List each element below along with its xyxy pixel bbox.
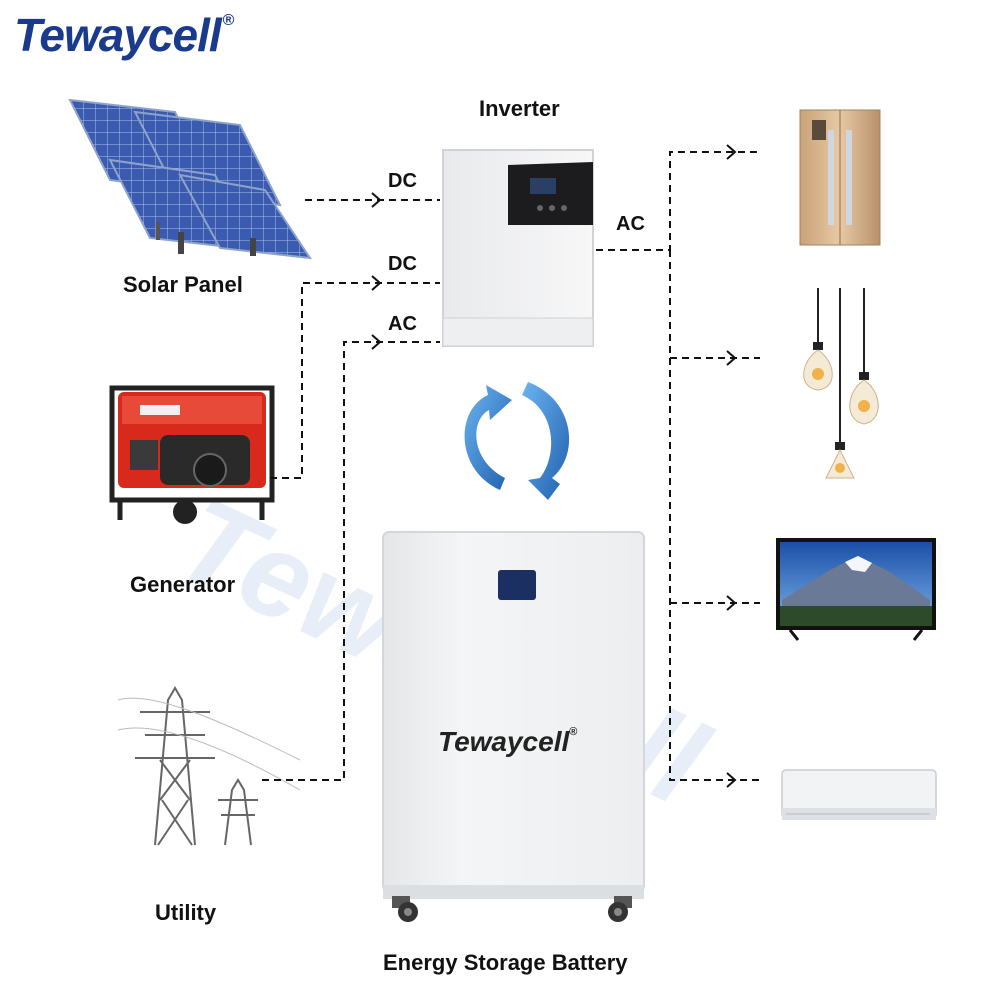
battery-label: Energy Storage Battery xyxy=(383,950,628,975)
brand-logo: Tewaycell® xyxy=(14,8,235,62)
bidirectional-flow-icon xyxy=(464,382,570,500)
air-conditioner-image xyxy=(781,769,937,820)
generator-label: Generator xyxy=(130,572,236,597)
television-image xyxy=(776,538,936,641)
refrigerator-image xyxy=(799,109,881,246)
solar-flow-label: DC xyxy=(388,170,417,192)
battery-logo-text: Tewaycell xyxy=(438,726,570,757)
load-flow-label: AC xyxy=(616,213,645,235)
connection-lines xyxy=(262,151,760,781)
arrowheads xyxy=(371,144,737,788)
registered-mark: ® xyxy=(222,12,235,29)
utility-pylon-image xyxy=(117,686,301,846)
battery-image xyxy=(382,531,645,922)
solar-panel-image xyxy=(68,98,313,260)
battery-registered-mark: ® xyxy=(569,726,578,738)
inverter-image xyxy=(442,149,594,347)
utility-label: Utility xyxy=(155,900,217,925)
battery-brand-logo: Tewaycell® xyxy=(438,726,577,758)
solar-panel-label: Solar Panel xyxy=(123,272,243,297)
generator-image xyxy=(109,385,275,524)
brand-logo-text: Tewaycell xyxy=(14,9,222,61)
generator-to-inverter-line xyxy=(270,282,440,479)
generator-flow-label: DC xyxy=(388,253,417,275)
utility-flow-label: AC xyxy=(388,313,417,335)
utility-to-inverter-line xyxy=(262,341,440,781)
pendant-lights-image xyxy=(803,288,879,479)
inverter-label: Inverter xyxy=(479,96,560,121)
inverter-to-loads-line xyxy=(596,151,760,781)
